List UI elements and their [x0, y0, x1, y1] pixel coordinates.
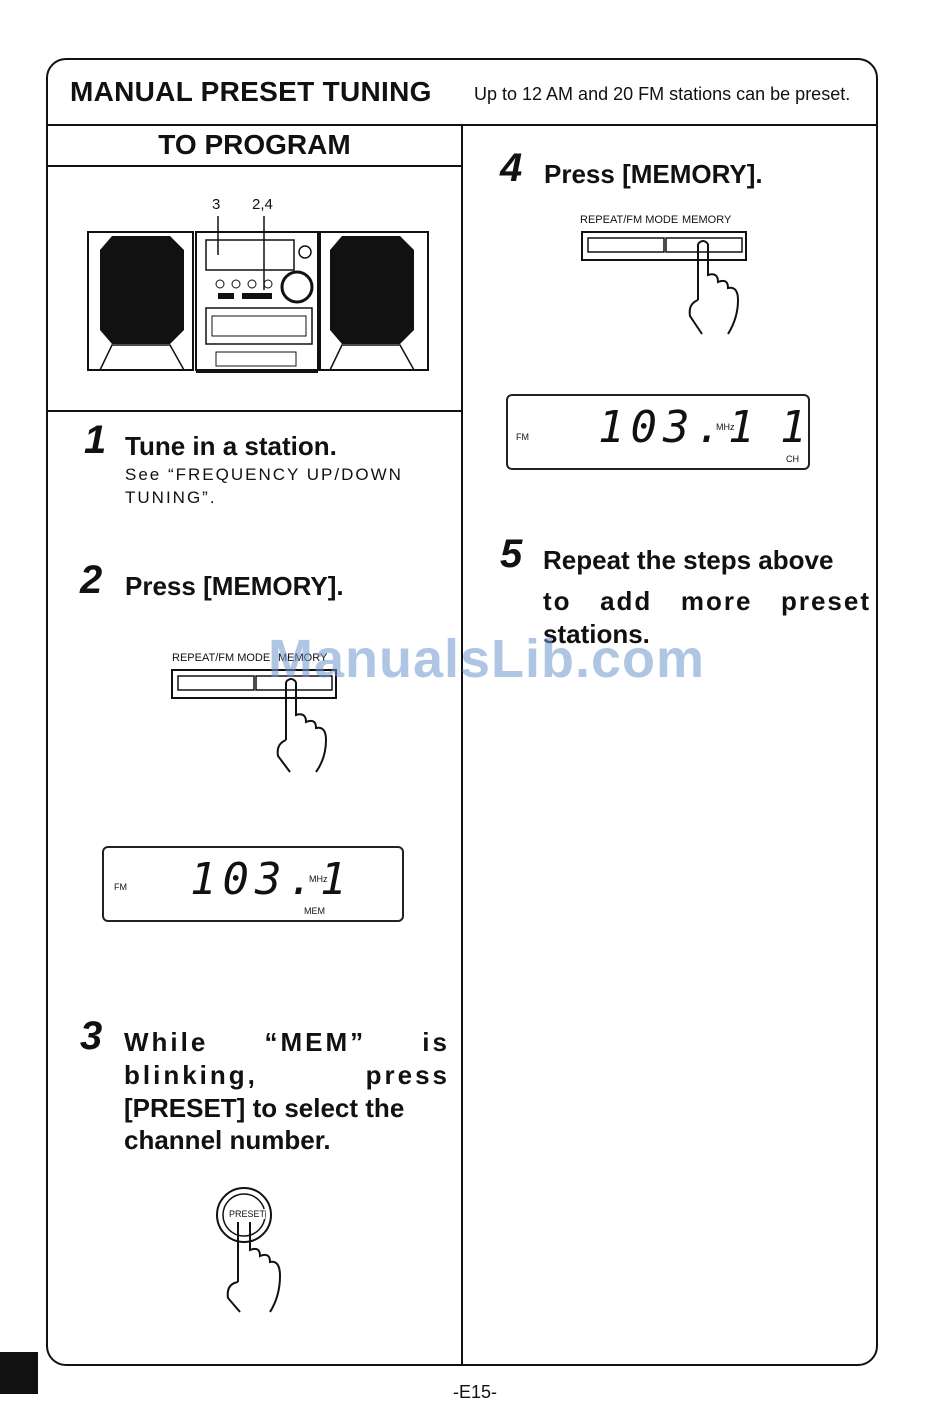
- page-title: MANUAL PRESET TUNING: [70, 76, 432, 107]
- step-1-number: 1: [84, 418, 107, 462]
- step-3-line-1: While “MEM” is: [124, 1027, 450, 1057]
- panel-label-memory-2: MEMORY: [682, 214, 732, 226]
- illustration-divider: [48, 410, 461, 412]
- section-title: TO PROGRAM: [158, 129, 351, 160]
- display-step-4: FM 103.1 MHz 1 CH: [506, 394, 810, 470]
- callout-2-4: 2,4: [252, 196, 273, 213]
- frequency-readout-2: 103.1: [598, 402, 761, 453]
- step-4-number: 4: [500, 146, 523, 190]
- step-3-line-2: blinking, press: [124, 1060, 450, 1090]
- page-corner-tab: [0, 1352, 38, 1394]
- page-subtitle: Up to 12 AM and 20 FM stations can be pr…: [474, 84, 851, 104]
- page-number: -E15-: [452, 1382, 497, 1402]
- unit-label: MHz: [309, 874, 328, 884]
- panel-label-repeat-fm-mode: REPEAT/FM MODE: [172, 652, 271, 664]
- display-step-2: FM 103.1 MHz MEM: [102, 846, 404, 922]
- step-3-number: 3: [80, 1014, 103, 1058]
- channel-label: CH: [786, 454, 799, 464]
- callout-3: 3: [212, 196, 221, 213]
- step-3-line-3: [PRESET] to select the: [124, 1093, 405, 1123]
- step-5-number: 5: [500, 532, 523, 576]
- panel-label-repeat-fm-mode-2: REPEAT/FM MODE: [580, 214, 679, 226]
- header-divider: [48, 124, 878, 126]
- section-title-divider: [48, 165, 461, 167]
- band-label-2: FM: [516, 432, 529, 442]
- step-2-number: 2: [80, 558, 103, 602]
- step-5-line-1: Repeat the steps above: [543, 545, 834, 575]
- step-3-line-4: channel number.: [124, 1125, 331, 1155]
- step-5-line-2: to add more preset: [543, 586, 871, 616]
- step-5-line-3: stations.: [543, 619, 650, 649]
- page-frame: [46, 58, 878, 1366]
- step-2-heading: Press [MEMORY].: [125, 571, 344, 601]
- mem-indicator: MEM: [304, 906, 325, 916]
- step-1-heading: Tune in a station.: [125, 431, 337, 461]
- watermark: ManualsLib.com: [268, 629, 706, 689]
- column-divider: [461, 125, 463, 1365]
- channel-readout: 1: [780, 402, 807, 453]
- band-label: FM: [114, 882, 127, 892]
- preset-button-label: PRESET: [229, 1209, 266, 1219]
- unit-label-2: MHz: [716, 422, 735, 432]
- step-4-heading: Press [MEMORY].: [544, 159, 763, 189]
- frequency-readout: 103.1: [190, 854, 353, 905]
- panel-label-memory: MEMORY: [278, 652, 328, 664]
- step-1-text: See “FREQUENCY UP/DOWN TUNING”.: [125, 465, 403, 507]
